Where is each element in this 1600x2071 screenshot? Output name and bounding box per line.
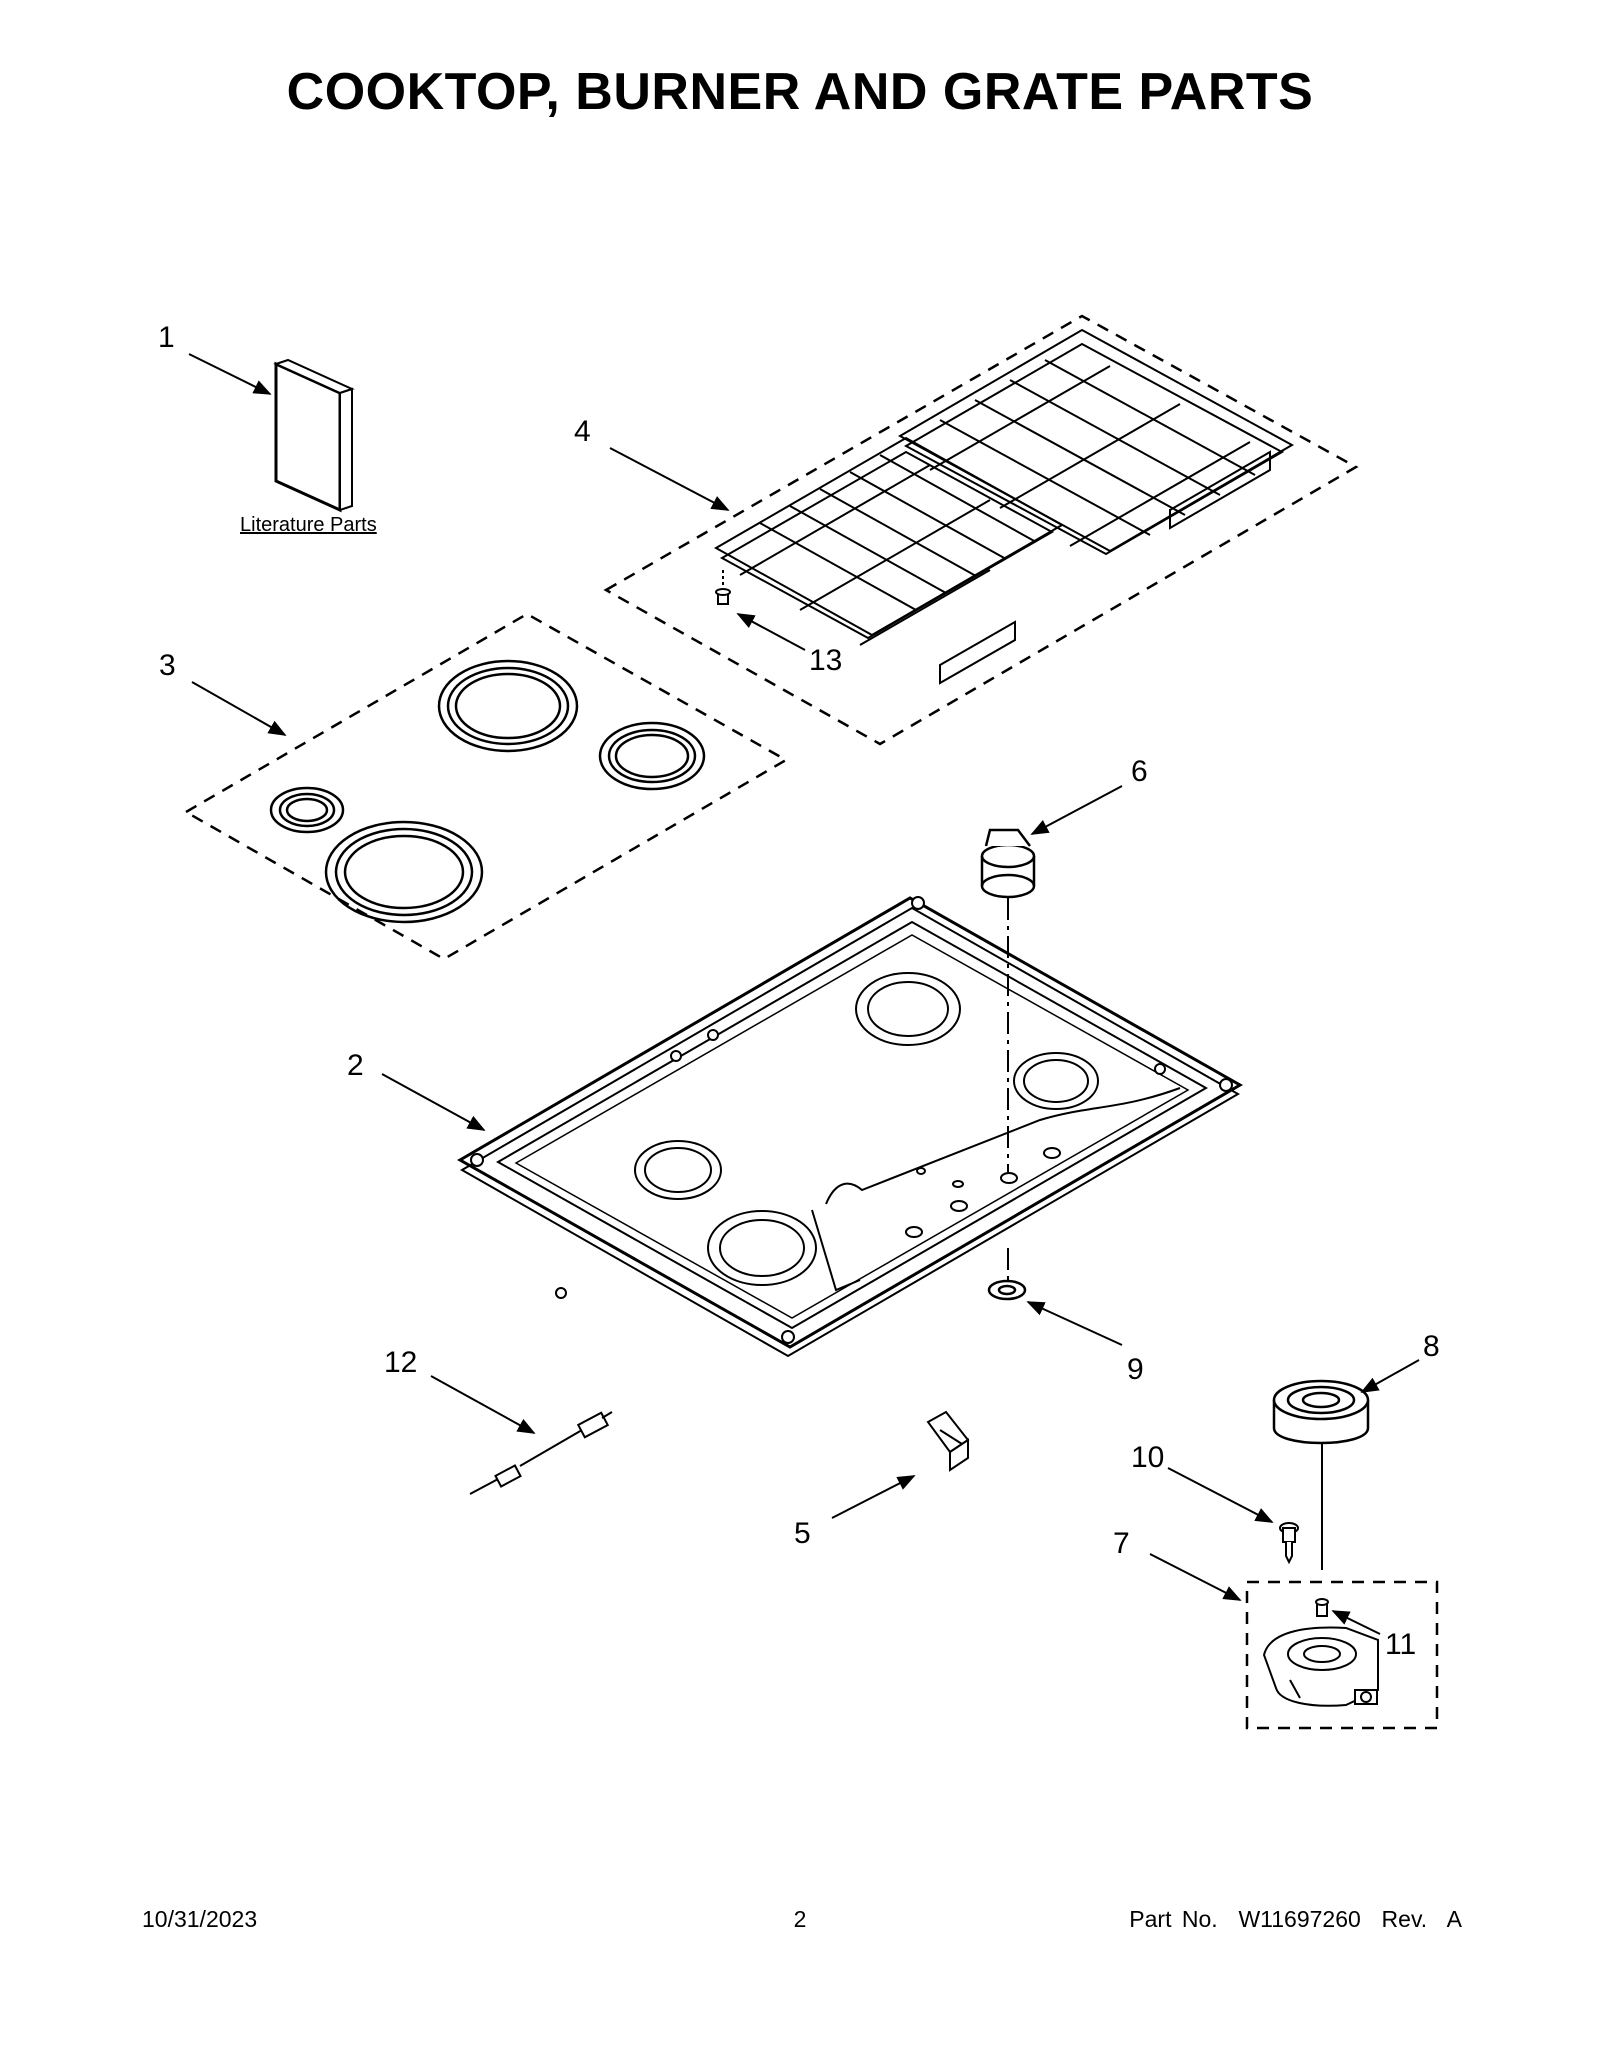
grate-right bbox=[897, 328, 1295, 556]
burner-base bbox=[1272, 1379, 1370, 1570]
callout-13: 13 bbox=[809, 644, 842, 677]
callout-12: 12 bbox=[384, 1346, 417, 1379]
callout-3: 3 bbox=[159, 649, 176, 682]
footer-date: 10/31/2023 bbox=[142, 1906, 258, 1932]
footer-part-number: Part No. W11697260 Rev. A bbox=[1129, 1906, 1462, 1932]
knob-grommet bbox=[987, 1248, 1027, 1301]
grates-group bbox=[603, 314, 1359, 746]
callout-8: 8 bbox=[1423, 1330, 1440, 1363]
callout-4: 4 bbox=[574, 415, 591, 448]
footer-page-number: 2 bbox=[793, 1906, 807, 1932]
callout-9: 9 bbox=[1127, 1353, 1144, 1386]
cooktop-panel bbox=[456, 896, 1244, 1358]
cooktop-rim-holes bbox=[470, 896, 1233, 1344]
callout-7: 7 bbox=[1113, 1527, 1130, 1560]
page-title: COOKTOP, BURNER AND GRATE PARTS bbox=[286, 63, 1314, 121]
callout-2: 2 bbox=[347, 1049, 364, 1082]
callout-5: 5 bbox=[794, 1517, 811, 1550]
spark-igniter bbox=[469, 1411, 613, 1495]
burner-caps-group bbox=[183, 612, 789, 961]
callout-6: 6 bbox=[1131, 755, 1148, 788]
leader-arrows bbox=[188, 353, 1420, 1635]
callout-10: 10 bbox=[1131, 1441, 1164, 1474]
literature-parts-label: Literature Parts bbox=[240, 514, 377, 536]
mounting-clip bbox=[926, 1410, 970, 1472]
literature-parts-booklet bbox=[273, 358, 355, 513]
callout-1: 1 bbox=[158, 321, 175, 354]
burner-cap-large-front bbox=[324, 820, 484, 924]
burner-orifice bbox=[1315, 1598, 1329, 1617]
burner-cap-medium bbox=[598, 721, 706, 791]
grate-left bbox=[713, 436, 1065, 685]
cooktop-burner-openings bbox=[634, 972, 1099, 1286]
cooktop-valve-holes bbox=[905, 1147, 1061, 1238]
grate-bumper bbox=[715, 570, 731, 605]
burner-assembly-group bbox=[1245, 1580, 1439, 1730]
control-knob bbox=[980, 828, 1036, 1172]
burner-cap-large-rear bbox=[437, 659, 579, 753]
burner-screw bbox=[1279, 1522, 1299, 1565]
burner-head-assembly bbox=[1262, 1626, 1379, 1707]
burner-cap-small bbox=[269, 786, 345, 834]
callout-11: 11 bbox=[1385, 1628, 1416, 1661]
